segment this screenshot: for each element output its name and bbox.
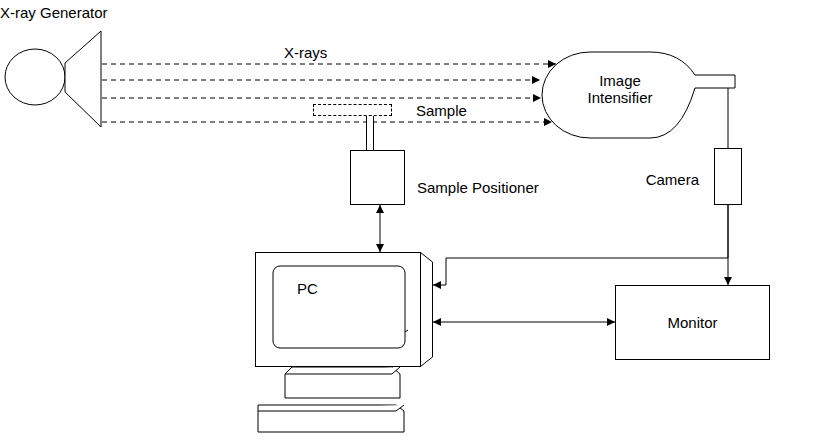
connector — [433, 205, 728, 285]
pc-label: PC — [297, 280, 318, 297]
x-ray-generator: X-ray Generator — [4, 30, 102, 128]
connector — [380, 205, 381, 252]
mount-stem — [370, 116, 371, 150]
camera-box: Camera — [714, 148, 742, 205]
sample-label: Sample — [414, 102, 469, 119]
sample-positioner: Sample Positioner — [350, 150, 405, 205]
positioner-label: Sample Positioner — [417, 179, 539, 196]
connector — [102, 80, 540, 81]
pc-computer: PC — [255, 252, 433, 367]
monitor-label: Monitor — [667, 314, 717, 331]
edge-label: X-rays — [282, 44, 329, 61]
x-ray-generator-outline — [4, 30, 102, 128]
monitor-box: Monitor — [615, 285, 770, 360]
sample-plate: Sample — [313, 104, 392, 116]
pc-computer-outline — [255, 252, 433, 367]
image-intensifier: Image Intensifier — [540, 50, 740, 140]
pc-base-keyboard — [258, 367, 404, 432]
connector — [433, 322, 615, 323]
generator-label: X-ray Generator — [0, 4, 108, 21]
x-ray-beam — [102, 64, 556, 122]
connector — [728, 140, 729, 148]
intensifier-label: Image Intensifier — [587, 72, 652, 106]
camera-label: Camera — [646, 171, 699, 188]
